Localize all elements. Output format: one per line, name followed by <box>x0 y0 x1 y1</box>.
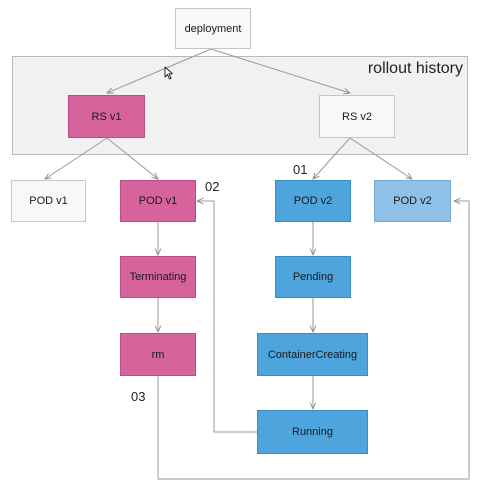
pending-node: Pending <box>275 256 351 298</box>
step-02-label: 02 <box>205 179 220 194</box>
rm-node: rm <box>120 333 196 376</box>
rm-node-label: rm <box>151 348 165 361</box>
running-node: Running <box>257 410 368 454</box>
edge-running-podv1 <box>197 201 257 433</box>
rs-v1-node-label: RS v1 <box>91 110 122 123</box>
pod-v2-new-node: POD v2 <box>275 180 351 222</box>
pod-v2-new-node-label: POD v2 <box>293 195 333 207</box>
running-node-label: Running <box>292 426 333 438</box>
pod-v1-deleting-node-label: POD v1 <box>138 195 178 207</box>
pod-v2-next-node: POD v2 <box>374 180 451 222</box>
rs-v2-node: RS v2 <box>319 95 395 138</box>
terminating-node-label: Terminating <box>129 271 187 283</box>
container-creating-node-label: ContainerCreating <box>267 348 358 361</box>
step-01-label: 01 <box>293 162 308 177</box>
deployment-node: deployment <box>175 8 251 49</box>
mouse-cursor-icon <box>164 66 173 80</box>
pod-v1-deleting-node: POD v1 <box>120 180 196 222</box>
pod-v2-next-node-label: POD v2 <box>393 195 432 207</box>
deployment-node-label: deployment <box>184 22 242 35</box>
pod-v1-old-node: POD v1 <box>11 180 86 222</box>
rs-v2-node-label: RS v2 <box>342 110 372 123</box>
step-03-label: 03 <box>131 389 146 404</box>
terminating-node: Terminating <box>120 256 196 298</box>
rollout-history-label: rollout history <box>367 60 463 77</box>
pod-v1-old-node-label: POD v1 <box>29 195 68 207</box>
rs-v1-node: RS v1 <box>68 95 145 138</box>
pending-node-label: Pending <box>292 271 334 283</box>
container-creating-node: ContainerCreating <box>257 333 368 376</box>
